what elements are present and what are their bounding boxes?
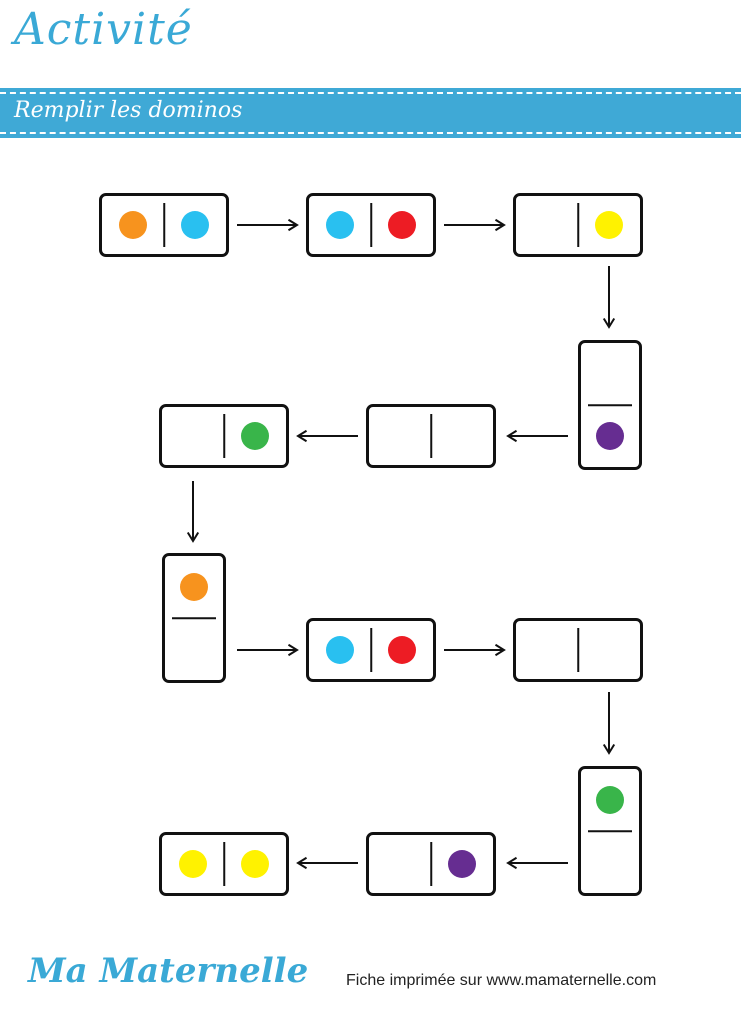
purple-dot [448,850,476,878]
blue-dot [181,211,209,239]
arrow-3 [602,266,616,329]
arrow-5 [296,429,358,443]
yellow-dot [179,850,207,878]
blue-dot [326,636,354,664]
arrow-2 [444,218,506,232]
red-dot [388,636,416,664]
arrow-4 [506,429,568,443]
page-title: Activité [14,4,193,55]
domino-12 [159,832,289,896]
green-dot [241,422,269,450]
domino-2 [306,193,436,257]
activity-subtitle: Remplir les dominos [14,98,243,123]
domino-11 [366,832,496,896]
arrow-1 [237,218,299,232]
footer-text: Fiche imprimée sur www.mamaternelle.com [346,972,657,989]
domino-7 [162,553,226,683]
arrow-9 [602,692,616,755]
orange-dot [119,211,147,239]
arrow-7 [237,643,299,657]
arrow-10 [506,856,568,870]
arrow-8 [444,643,506,657]
domino-5 [366,404,496,468]
subtitle-banner: Remplir les dominos [0,88,741,138]
green-dot [596,786,624,814]
blue-dot [326,211,354,239]
domino-3 [513,193,643,257]
domino-9 [513,618,643,682]
domino-8 [306,618,436,682]
yellow-dot [241,850,269,878]
domino-6 [159,404,289,468]
arrow-6 [186,481,200,543]
orange-dot [180,573,208,601]
arrow-11 [296,856,358,870]
domino-10 [578,766,642,896]
domino-4 [578,340,642,470]
domino-1 [99,193,229,257]
brand-logo: Ma Maternelle [28,951,309,991]
red-dot [388,211,416,239]
yellow-dot [595,211,623,239]
purple-dot [596,422,624,450]
